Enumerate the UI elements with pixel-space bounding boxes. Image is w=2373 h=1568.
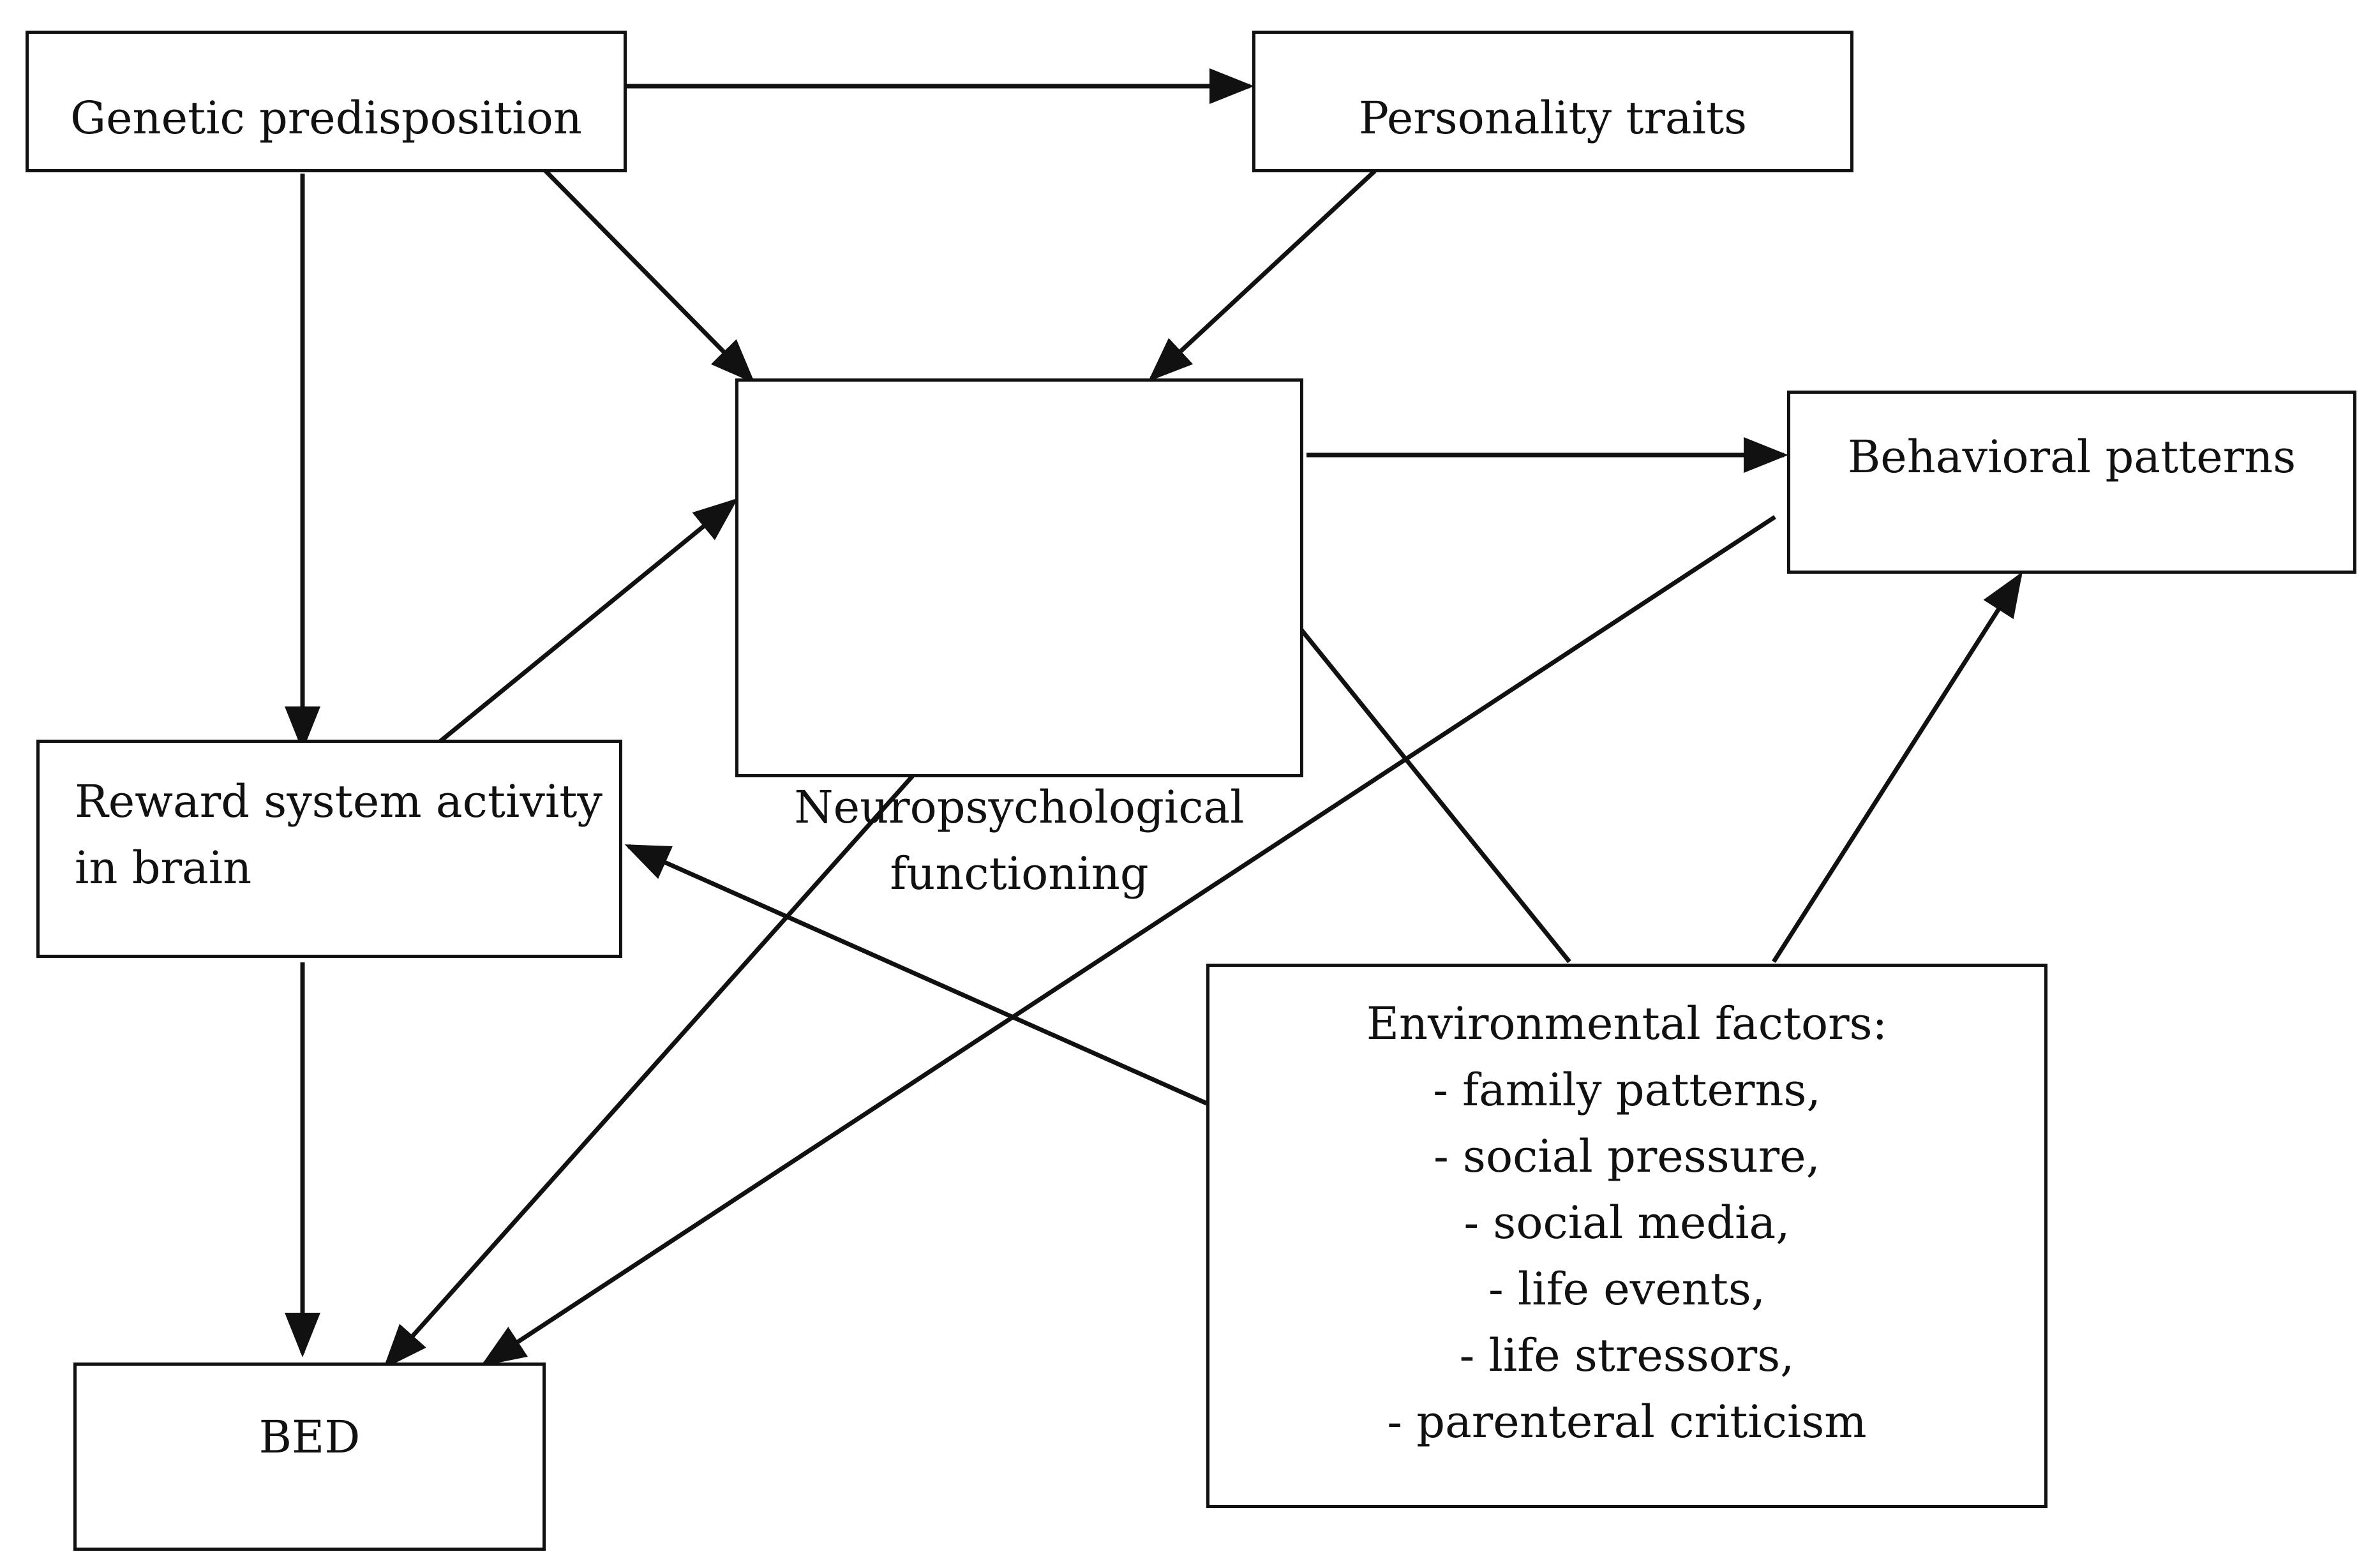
node-label-line: Personality traits	[1358, 92, 1748, 144]
node-label-line: functioning	[890, 847, 1149, 900]
node-label-line: - family patterns,	[1433, 1064, 1821, 1116]
node-personality-traits: Personality traits	[1252, 31, 1853, 172]
node-label-line: - social media,	[1463, 1197, 1790, 1249]
arrow-environment-to-reward	[624, 844, 1209, 1107]
node-reward-system-activity: Reward system activity in brain	[36, 740, 622, 958]
node-genetic-predisposition: Genetic predisposition	[26, 31, 627, 172]
node-label-line: - parenteral criticism	[1387, 1396, 1867, 1448]
node-label-line: Environmental factors:	[1366, 997, 1888, 1050]
arrow-genetic-to-neuro	[543, 168, 755, 384]
node-label-line: Reward system activity	[75, 775, 603, 828]
node-label-line: - life events,	[1488, 1263, 1766, 1315]
arrow-behavioral-to-bed	[481, 515, 1776, 1366]
node-label-line: in brain	[75, 842, 252, 894]
arrow-environment-to-behavioral	[1772, 572, 2023, 963]
node-label-line: - life stressors,	[1459, 1329, 1795, 1382]
node-label-line: Behavioral patterns	[1847, 431, 2296, 483]
node-label-line: Neuropsychological	[794, 781, 1245, 833]
arrow-personality-to-neuro	[1148, 169, 1377, 382]
node-behavioral-patterns: Behavioral patterns	[1787, 391, 2356, 574]
node-bed: BED	[73, 1363, 546, 1551]
node-label-line: BED	[258, 1411, 361, 1463]
arrow-reward-to-neuro	[437, 498, 738, 744]
node-neuropsychological-functioning: Neuropsychological functioning	[735, 378, 1303, 900]
node-environmental-factors: Environmental factors: - family patterns…	[1206, 964, 2047, 1508]
arrow-environment-to-neuro	[1253, 570, 1571, 964]
node-label-line: - social pressure,	[1434, 1130, 1820, 1183]
node-label-line: Genetic predisposition	[70, 92, 582, 144]
